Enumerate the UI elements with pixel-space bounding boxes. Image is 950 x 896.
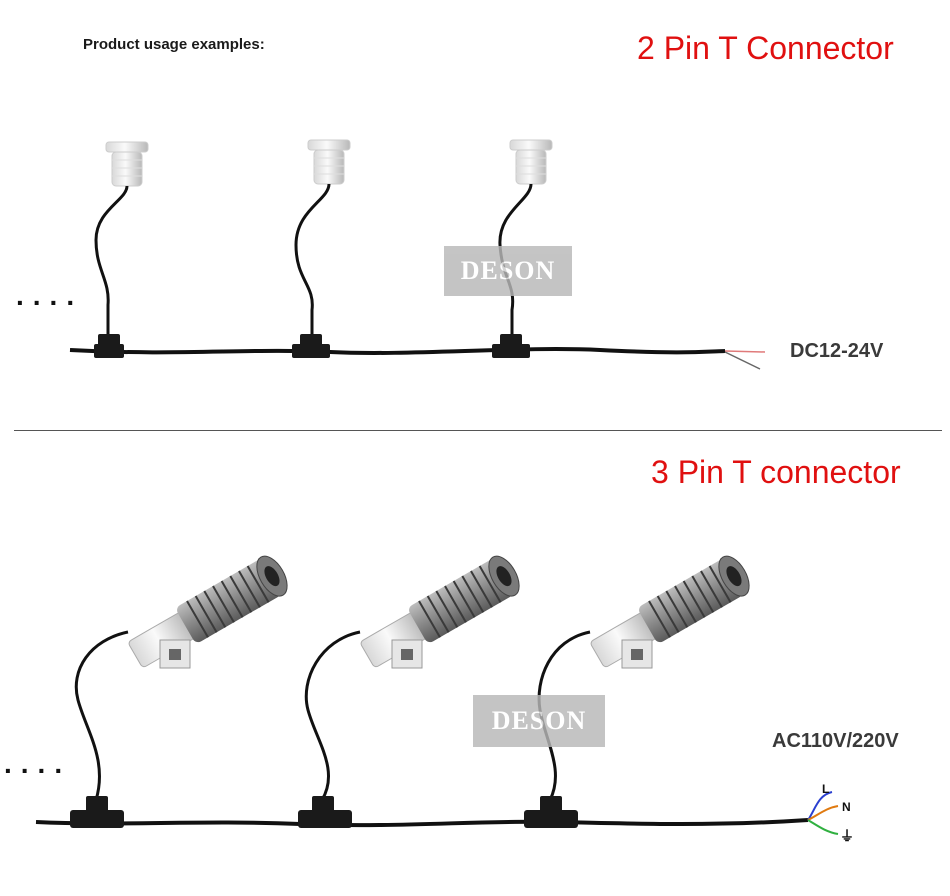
t-connector-3pin-1 <box>70 796 124 828</box>
deson-watermark-top: DESON <box>444 246 572 296</box>
two-pin-cable-run <box>69 347 766 370</box>
live-wire-label: L <box>822 782 830 796</box>
t-connector-2pin-1 <box>94 334 124 358</box>
ground-icon: ⏚ <box>840 828 854 844</box>
t-connector-2pin-2 <box>292 334 330 358</box>
mini-downlight-3 <box>498 139 553 340</box>
dc-voltage-label: DC12-24V <box>790 340 884 362</box>
spotlight-1 <box>74 555 288 815</box>
mini-downlight-2 <box>294 139 351 340</box>
neutral-wire-label: N <box>842 800 851 814</box>
continuation-dots-top: .... <box>16 280 84 311</box>
two-pin-title: 2 Pin T Connector <box>637 30 894 66</box>
spotlight-2 <box>304 555 520 815</box>
t-connector-2pin-3 <box>492 334 530 358</box>
spotlight-3 <box>537 555 750 815</box>
t-connector-3pin-2 <box>298 796 352 828</box>
usage-heading: Product usage examples: <box>83 36 265 53</box>
three-pin-title: 3 Pin T connector <box>651 454 901 490</box>
three-pin-cable-run <box>35 791 839 835</box>
t-connector-3pin-3 <box>524 796 578 828</box>
mini-downlight-1 <box>94 141 149 340</box>
section-divider <box>14 430 942 431</box>
continuation-dots-bottom: .... <box>4 748 72 779</box>
ac-voltage-label: AC110V/220V <box>772 730 899 752</box>
deson-watermark-bottom: DESON <box>473 695 605 747</box>
